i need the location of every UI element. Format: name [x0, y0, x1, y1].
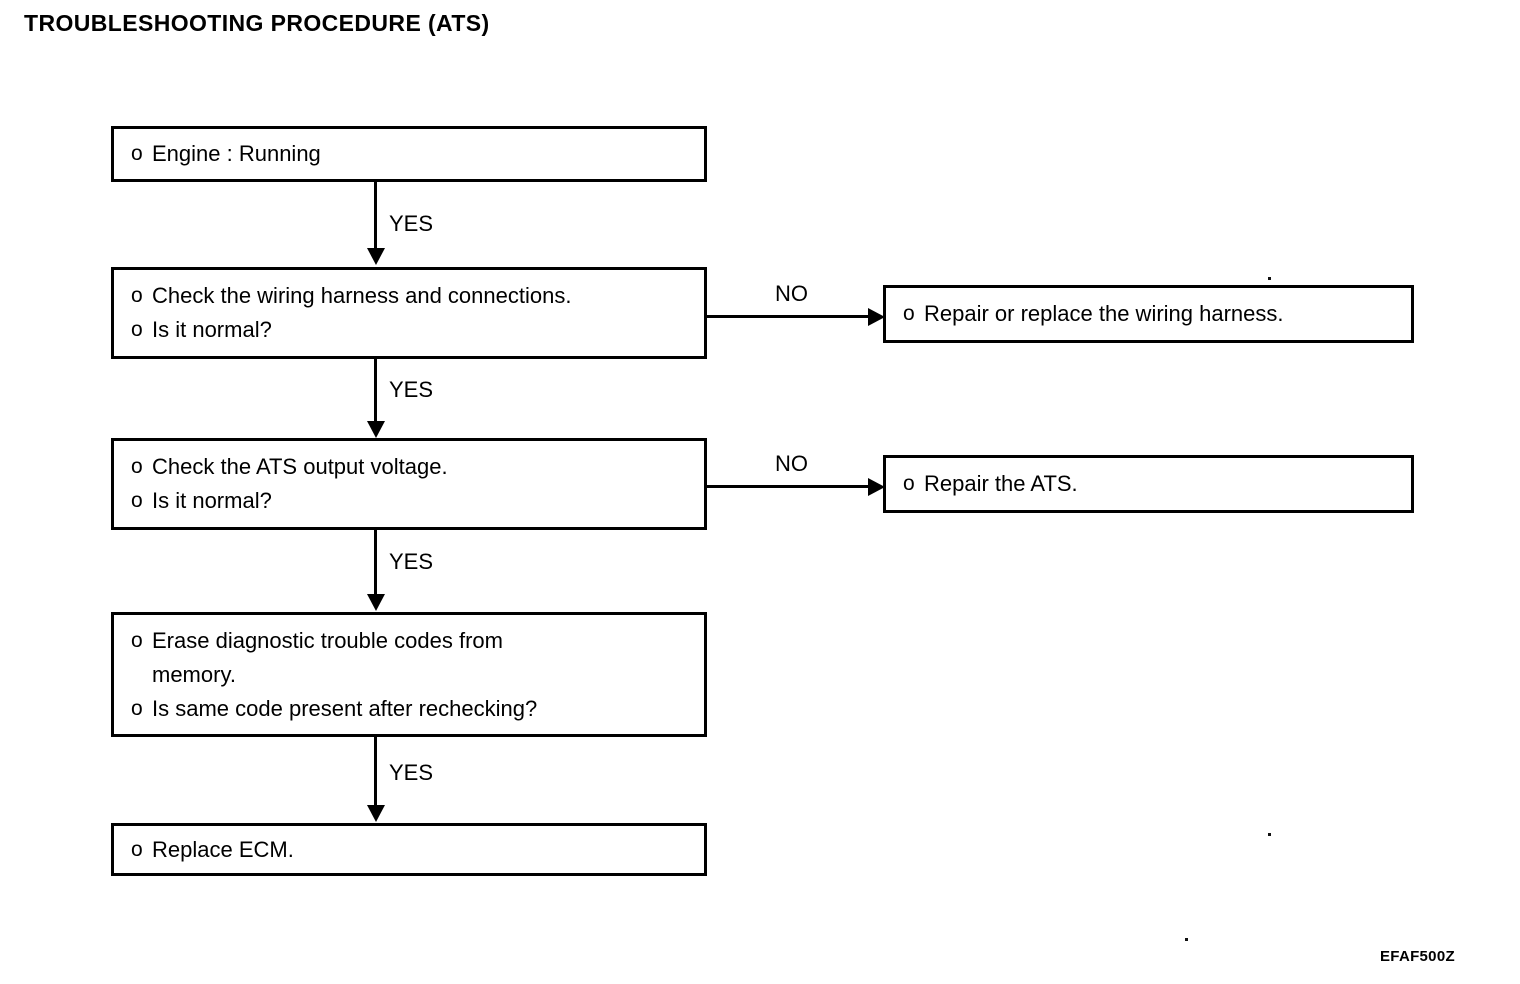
connector-ats-to-erase-arrow — [367, 594, 385, 611]
flow-node-engine-running[interactable]: o Engine : Running — [111, 126, 707, 182]
node-text: Engine : Running — [152, 141, 321, 166]
box-line: o Is it normal? — [114, 313, 704, 347]
box-line: o Is same code present after rechecking? — [114, 692, 704, 726]
page-title: TROUBLESHOOTING PROCEDURE (ATS) — [24, 10, 490, 36]
node-text: Is it normal? — [152, 488, 272, 513]
connector-ats-no-arrow — [868, 478, 885, 496]
connector-ats-to-erase-line — [374, 530, 377, 598]
edge-label-ats-no: NO — [775, 451, 808, 476]
box-line: o Engine : Running — [114, 137, 704, 171]
edge-label-wiring-no: NO — [775, 281, 808, 306]
connector-wiring-to-ats-line — [374, 359, 377, 427]
box-line: o Erase diagnostic trouble codes from me… — [114, 624, 634, 692]
bullet-glyph: o — [131, 142, 143, 165]
connector-engine-to-wiring-line — [374, 182, 377, 250]
bullet-glyph: o — [903, 472, 915, 495]
flow-node-check-ats-output-voltage[interactable]: o Check the ATS output voltage. o Is it … — [111, 438, 707, 530]
edge-label-erase-to-ecm: YES — [389, 760, 434, 785]
scan-speckle — [1185, 938, 1188, 941]
flow-node-repair-replace-wiring-harness[interactable]: o Repair or replace the wiring harness. — [883, 285, 1414, 343]
connector-engine-to-wiring-arrow — [367, 248, 385, 265]
scan-speckle — [1268, 833, 1271, 836]
flow-node-repair-the-ats[interactable]: o Repair the ATS. — [883, 455, 1414, 513]
bullet-glyph: o — [131, 318, 143, 341]
box-line: o Is it normal? — [114, 484, 704, 518]
node-text: Check the ATS output voltage. — [152, 454, 448, 479]
flow-node-check-wiring-harness[interactable]: o Check the wiring harness and connectio… — [111, 267, 707, 359]
edge-label-ats-to-erase: YES — [389, 549, 434, 574]
node-text: Is same code present after rechecking? — [152, 695, 538, 721]
flow-node-replace-ecm[interactable]: o Replace ECM. — [111, 823, 707, 876]
bullet-glyph: o — [131, 696, 143, 720]
box-line: o Check the ATS output voltage. — [114, 450, 704, 484]
node-text: Repair or replace the wiring harness. — [924, 301, 1284, 326]
box-line: o Replace ECM. — [114, 833, 704, 867]
connector-wiring-no-line — [707, 315, 873, 318]
scan-speckle — [1268, 277, 1271, 280]
node-text: Erase diagnostic trouble codes from memo… — [152, 627, 510, 687]
bullet-glyph: o — [131, 284, 143, 307]
bullet-glyph: o — [131, 455, 143, 478]
connector-wiring-to-ats-arrow — [367, 421, 385, 438]
connector-erase-to-ecm-line — [374, 737, 377, 805]
box-line: o Repair the ATS. — [886, 467, 1411, 501]
bullet-glyph: o — [903, 302, 915, 325]
edge-label-engine-to-wiring: YES — [389, 211, 434, 236]
flow-node-erase-diagnostic-trouble-codes[interactable]: o Erase diagnostic trouble codes from me… — [111, 612, 707, 737]
node-text: Replace ECM. — [152, 836, 294, 862]
node-text: Repair the ATS. — [924, 471, 1078, 496]
bullet-glyph: o — [131, 489, 143, 512]
edge-label-wiring-to-ats: YES — [389, 377, 434, 402]
connector-ats-no-line — [707, 485, 873, 488]
connector-wiring-no-arrow — [868, 308, 885, 326]
box-line: o Check the wiring harness and connectio… — [114, 279, 704, 313]
bullet-glyph: o — [131, 837, 143, 861]
bullet-glyph: o — [131, 628, 143, 652]
box-line: o Repair or replace the wiring harness. — [886, 297, 1411, 331]
node-text: Check the wiring harness and connections… — [152, 283, 572, 308]
connector-erase-to-ecm-arrow — [367, 805, 385, 822]
footer-code: EFAF500Z — [1380, 948, 1455, 965]
node-text: Is it normal? — [152, 317, 272, 342]
